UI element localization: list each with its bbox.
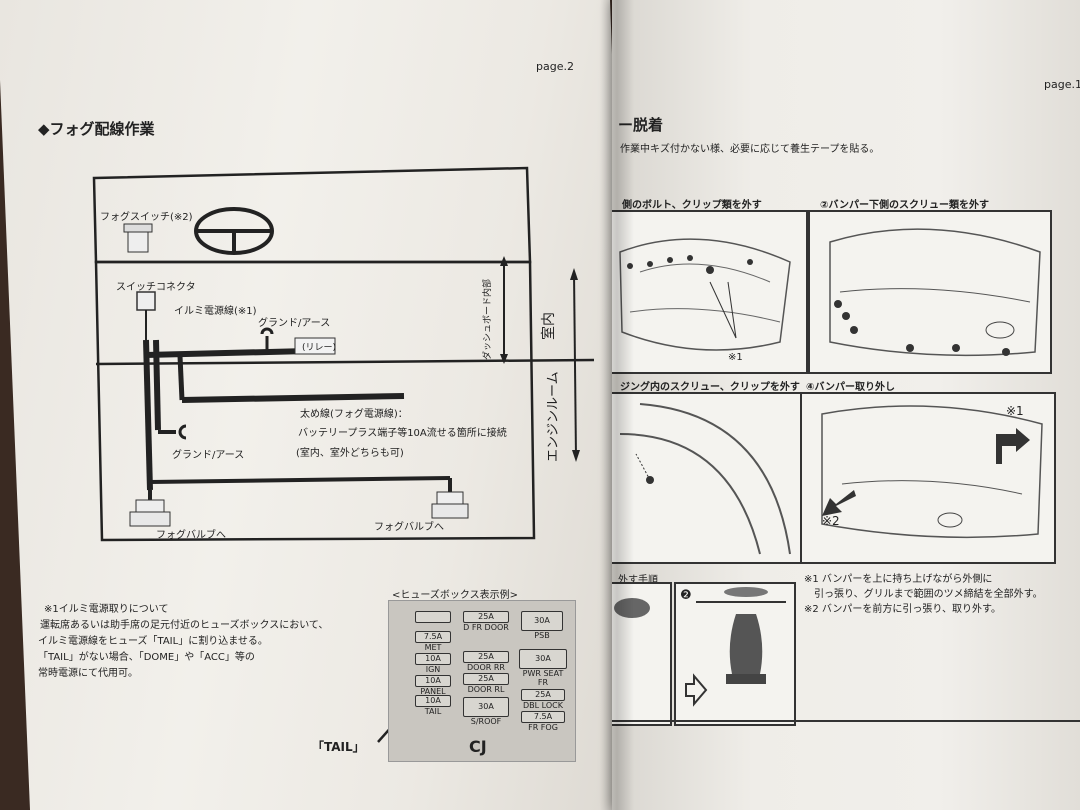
fuse-box-bottom-label: CJ — [469, 737, 487, 756]
thick-wire-line3: (室内、室外どちらも可) — [296, 448, 404, 459]
step1-illustration — [612, 210, 808, 374]
bottom-right-illustration — [674, 582, 796, 726]
mark1-label: ※1 — [728, 352, 743, 363]
illumi-power-label: イルミ電源線(※1) — [174, 306, 257, 317]
step2-illustration — [808, 210, 1052, 374]
note-line: 常時電源にて代用可。 — [38, 668, 138, 679]
section-title-right: ー脱着 — [618, 116, 664, 134]
ground-lower-label: グランド/アース — [172, 450, 245, 461]
page-number-right: page.1 — [1044, 78, 1080, 91]
fog-switch-label: フォグスイッチ(※2) — [100, 212, 193, 223]
step3-label: ジング内のスクリュー、クリップを外す — [620, 382, 800, 393]
mark2-label: ※2 — [822, 514, 840, 528]
right-sheet: page.1 ー脱着 作業中キズ付かない様、必要に応じて養生テープを貼る。 側の… — [612, 0, 1080, 810]
note-line: イルミ電源線をヒューズ「TAIL」に割り込ませる。 — [38, 636, 268, 647]
intro-text: 作業中キズ付かない様、必要に応じて養生テープを貼る。 — [620, 144, 880, 155]
mark1b-label: ※1 — [1006, 404, 1024, 418]
note1b: 引っ張り、グリルまで範囲のツメ締結を全部外す。 — [814, 589, 1043, 600]
step1-label: 側のボルト、クリップ類を外す — [622, 200, 762, 211]
left-sheet: page.2 ◆フォグ配線作業 — [0, 0, 640, 810]
thick-wire-line2: バッテリープラス端子等10A流せる箇所に接続 — [298, 428, 507, 439]
page-number-left: page.2 — [536, 60, 574, 73]
step4-illustration — [800, 392, 1056, 564]
note-line: 「TAIL」がない場合、「DOME」や「ACC」等の — [38, 652, 255, 663]
dashboard-inside-label: ダッシュボード内部 — [483, 278, 493, 360]
fold-shadow — [600, 0, 634, 810]
switch-connector-label: スイッチコネクタ — [116, 282, 196, 293]
section-title-left: ◆フォグ配線作業 — [38, 120, 155, 138]
bottom-left-illustration — [612, 582, 672, 726]
note1a: ※1 バンパーを上に持ち上げながら外側に — [804, 574, 993, 585]
relay-label: (リレー) — [302, 343, 337, 353]
fog-bulb-right-label: フォグバルブへ — [374, 522, 444, 533]
sub-title: 外す手順 — [618, 575, 658, 586]
fuse-box-title: <ヒューズボックス表示例> — [392, 590, 518, 601]
tail-callout: 「TAIL」 — [312, 740, 365, 754]
wiring-diagram — [92, 166, 595, 743]
bottom-rule — [612, 720, 1080, 722]
step2-label: ②バンパー下側のスクリュー類を外す — [820, 200, 989, 211]
engine-room-label: エンジンルーム — [546, 371, 561, 462]
step3-illustration — [612, 392, 804, 564]
note2: ※2 バンパーを前方に引っ張り、取り外す。 — [804, 604, 1002, 615]
fuse-item — [415, 611, 451, 623]
note-line: 運転席あるいは助手席の足元付近のヒューズボックスにおいて、 — [40, 620, 329, 631]
fog-bulb-left-label: フォグバルブへ — [156, 530, 226, 541]
ground-upper-label: グランド/アース — [258, 318, 331, 329]
sub-number: ❷ — [680, 588, 692, 603]
step4-label: ④バンパー取り外し — [806, 382, 895, 393]
thick-wire-line1: 太め線(フォグ電源線)： — [300, 409, 408, 420]
note-line: ※1イルミ電源取りについて — [44, 604, 169, 615]
cabin-label: 室内 — [541, 312, 557, 340]
